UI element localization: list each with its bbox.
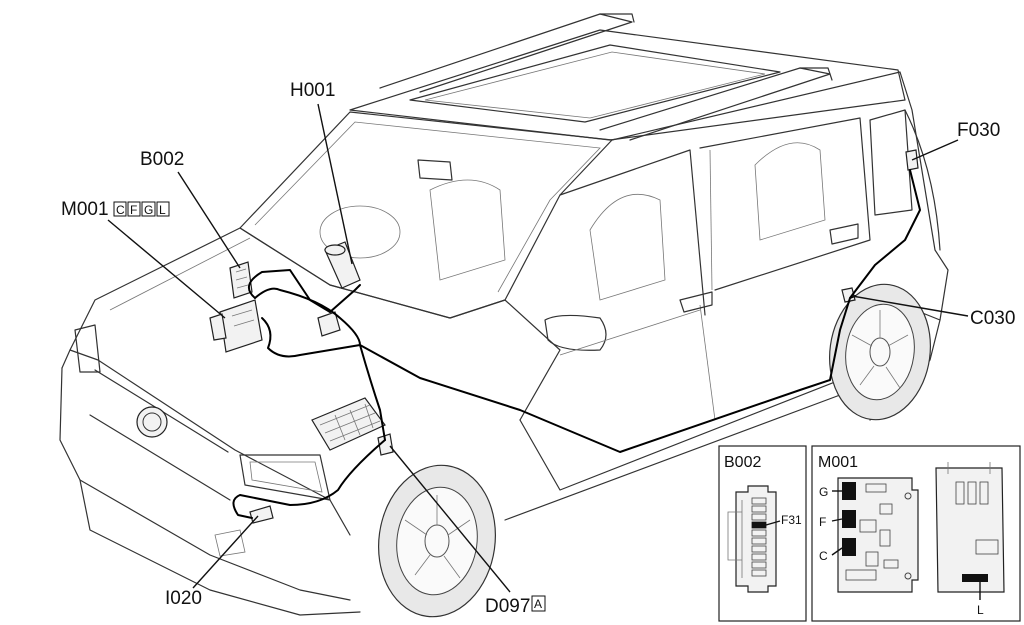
- label-b002: B002: [140, 149, 184, 170]
- wiring-harness: [232, 169, 921, 519]
- rear-wheel: [828, 283, 932, 421]
- label-d097-group: D097 A: [485, 595, 546, 617]
- fiat-logo-icon: [136, 406, 168, 438]
- label-c030: C030: [970, 308, 1015, 329]
- d097-tag-a: A: [534, 597, 542, 611]
- relay-icon: [317, 311, 341, 337]
- label-d097: D097: [485, 596, 530, 617]
- detail-m001-title: M001: [818, 454, 858, 471]
- fuse-f31-label: F31: [781, 513, 802, 527]
- label-f030: F030: [957, 120, 1000, 141]
- detail-b002-title: B002: [724, 454, 761, 471]
- label-h001: H001: [290, 80, 335, 101]
- d097-sensor: [377, 433, 394, 456]
- label-m001: M001: [61, 199, 109, 220]
- m001-tag-g: G: [144, 203, 153, 217]
- h001-component: [324, 241, 361, 289]
- label-i020: I020: [165, 588, 202, 609]
- engine-fusebox-icon: [311, 397, 386, 451]
- c030-connector: [841, 287, 856, 303]
- connector-l-label: L: [977, 603, 984, 617]
- front-wheel: [377, 464, 497, 618]
- m001-tag-l: L: [159, 203, 166, 217]
- leader-lines: [107, 103, 969, 593]
- car-body-outline: [59, 13, 949, 616]
- label-m001-group: M001 C F G L: [61, 199, 170, 220]
- connector-c-label: C: [819, 549, 828, 563]
- fuse-box-icon: [229, 261, 253, 299]
- ecu-module-icon: [209, 299, 263, 353]
- connector-g-label: G: [819, 485, 828, 499]
- detail-panel-m001: M001 G F C L: [811, 445, 1021, 622]
- m001-tag-f: F: [130, 203, 137, 217]
- m001-tag-c: C: [116, 203, 125, 217]
- detail-panel-b002: B002 F31: [718, 445, 807, 622]
- connector-f-label: F: [819, 515, 826, 529]
